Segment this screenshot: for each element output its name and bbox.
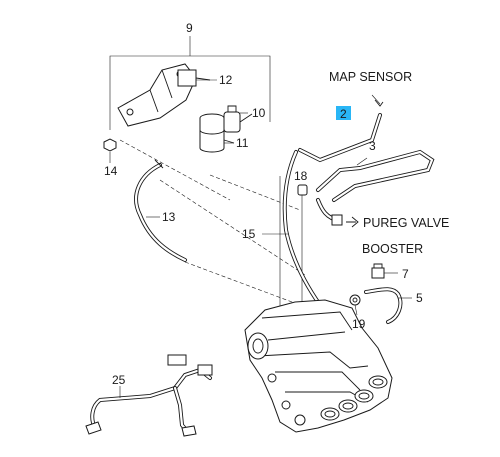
hose-15-part bbox=[262, 150, 322, 330]
callout-9: 9 bbox=[186, 21, 193, 35]
callout-3: 3 bbox=[369, 139, 376, 153]
intake-manifold-part bbox=[244, 299, 393, 433]
pureg-valve-annotation: PUREG VALVE bbox=[363, 216, 449, 230]
hose-13-part bbox=[134, 159, 187, 262]
callout-7: 7 bbox=[402, 267, 409, 281]
callout-10: 10 bbox=[252, 106, 266, 120]
booster-annotation: BOOSTER bbox=[362, 242, 423, 256]
callout-14: 14 bbox=[104, 164, 118, 178]
callout-25: 25 bbox=[112, 373, 126, 387]
callout-2-highlight bbox=[336, 106, 351, 120]
tube-3-part bbox=[316, 149, 435, 202]
callout-11: 11 bbox=[236, 136, 249, 150]
callout-2: 2 bbox=[340, 107, 347, 121]
map-sensor-annotation: MAP SENSOR bbox=[329, 70, 412, 84]
hose-5-part bbox=[364, 287, 412, 324]
booster-fitting-7 bbox=[371, 263, 398, 279]
bracket-assembly-group bbox=[109, 36, 271, 153]
callout-13: 13 bbox=[162, 210, 176, 224]
bolt-14-part bbox=[103, 138, 117, 163]
callout-19: 19 bbox=[352, 317, 366, 331]
callout-15: 15 bbox=[242, 227, 256, 241]
map-sensor-hose-2 bbox=[298, 94, 384, 163]
purge-hose-part bbox=[316, 198, 359, 228]
callout-5: 5 bbox=[416, 291, 423, 305]
hose-assembly-25 bbox=[85, 354, 213, 437]
callout-12: 12 bbox=[219, 73, 233, 87]
callout-18: 18 bbox=[294, 169, 308, 183]
